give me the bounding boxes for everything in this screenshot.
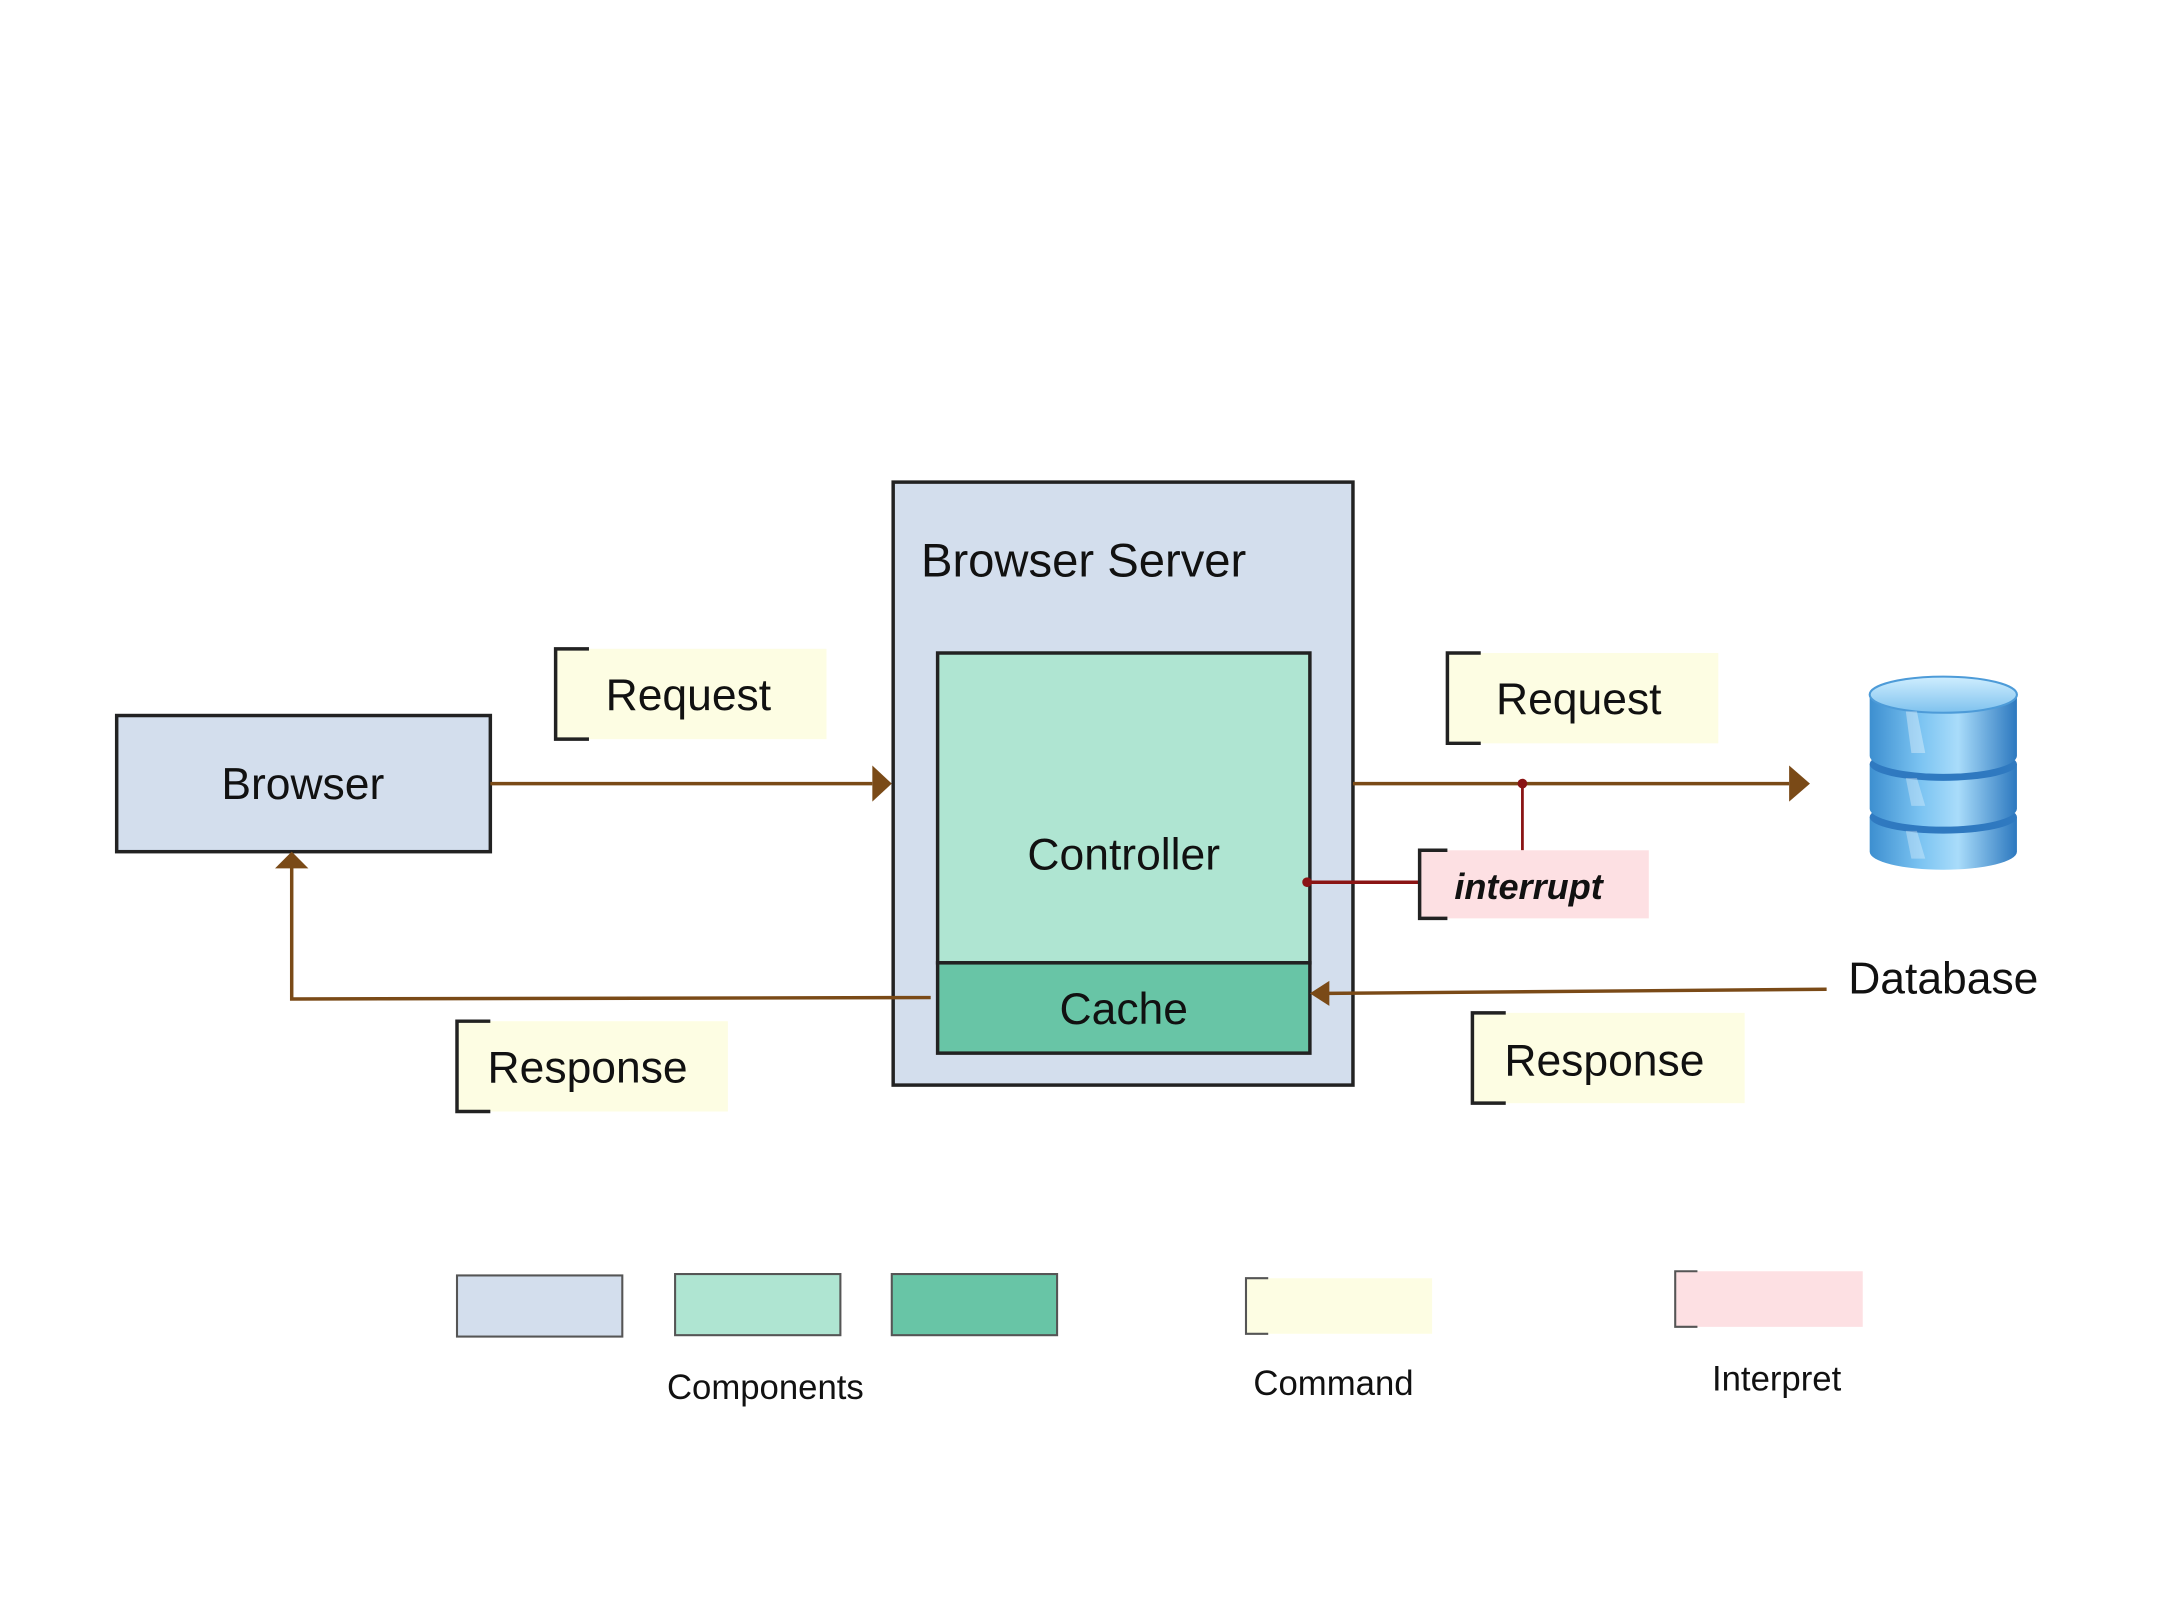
request-label-right: Request (1496, 675, 1662, 724)
request-arrow-browser-to-server (490, 765, 892, 802)
controller-node: Controller (935, 651, 1312, 965)
legend: Components Command Interpret (455, 1270, 1863, 1407)
response-command-left: Response (455, 1019, 728, 1114)
response-arrow-server-to-browser (275, 851, 931, 1001)
response-command-right: Response (1470, 1011, 1745, 1105)
cache-node: Cache (935, 961, 1312, 1055)
interrupt-label: interrupt (1454, 866, 1604, 907)
interrupt-connector (1302, 778, 1528, 888)
request-label-left: Request (606, 671, 772, 720)
controller-label: Controller (1027, 831, 1220, 880)
browser-server-label: Browser Server (921, 535, 1246, 588)
database-icon (1868, 675, 2018, 870)
interrupt-interpret: interrupt (1417, 848, 1649, 921)
browser-label: Browser (221, 760, 384, 809)
legend-swatch-interpret (1674, 1270, 1863, 1328)
legend-command-label: Command (1253, 1365, 1413, 1403)
response-label-left: Response (488, 1043, 688, 1092)
legend-swatch-mint (674, 1273, 842, 1337)
database-label: Database (1848, 954, 2038, 1003)
request-command-left: Request (553, 647, 827, 741)
response-label-right: Response (1504, 1036, 1704, 1085)
legend-swatch-light-blue (455, 1274, 624, 1338)
request-arrow-server-to-database (1352, 765, 1810, 802)
request-command-right: Request (1445, 651, 1719, 746)
browser-node: Browser (114, 713, 493, 854)
cache-label: Cache (1060, 985, 1188, 1034)
legend-swatch-command (1244, 1277, 1433, 1335)
legend-interpret-label: Interpret (1712, 1361, 1842, 1399)
legend-swatch-teal (890, 1273, 1059, 1337)
response-arrow-database-to-cache (1309, 980, 1827, 1006)
legend-components-label: Components (667, 1369, 864, 1407)
